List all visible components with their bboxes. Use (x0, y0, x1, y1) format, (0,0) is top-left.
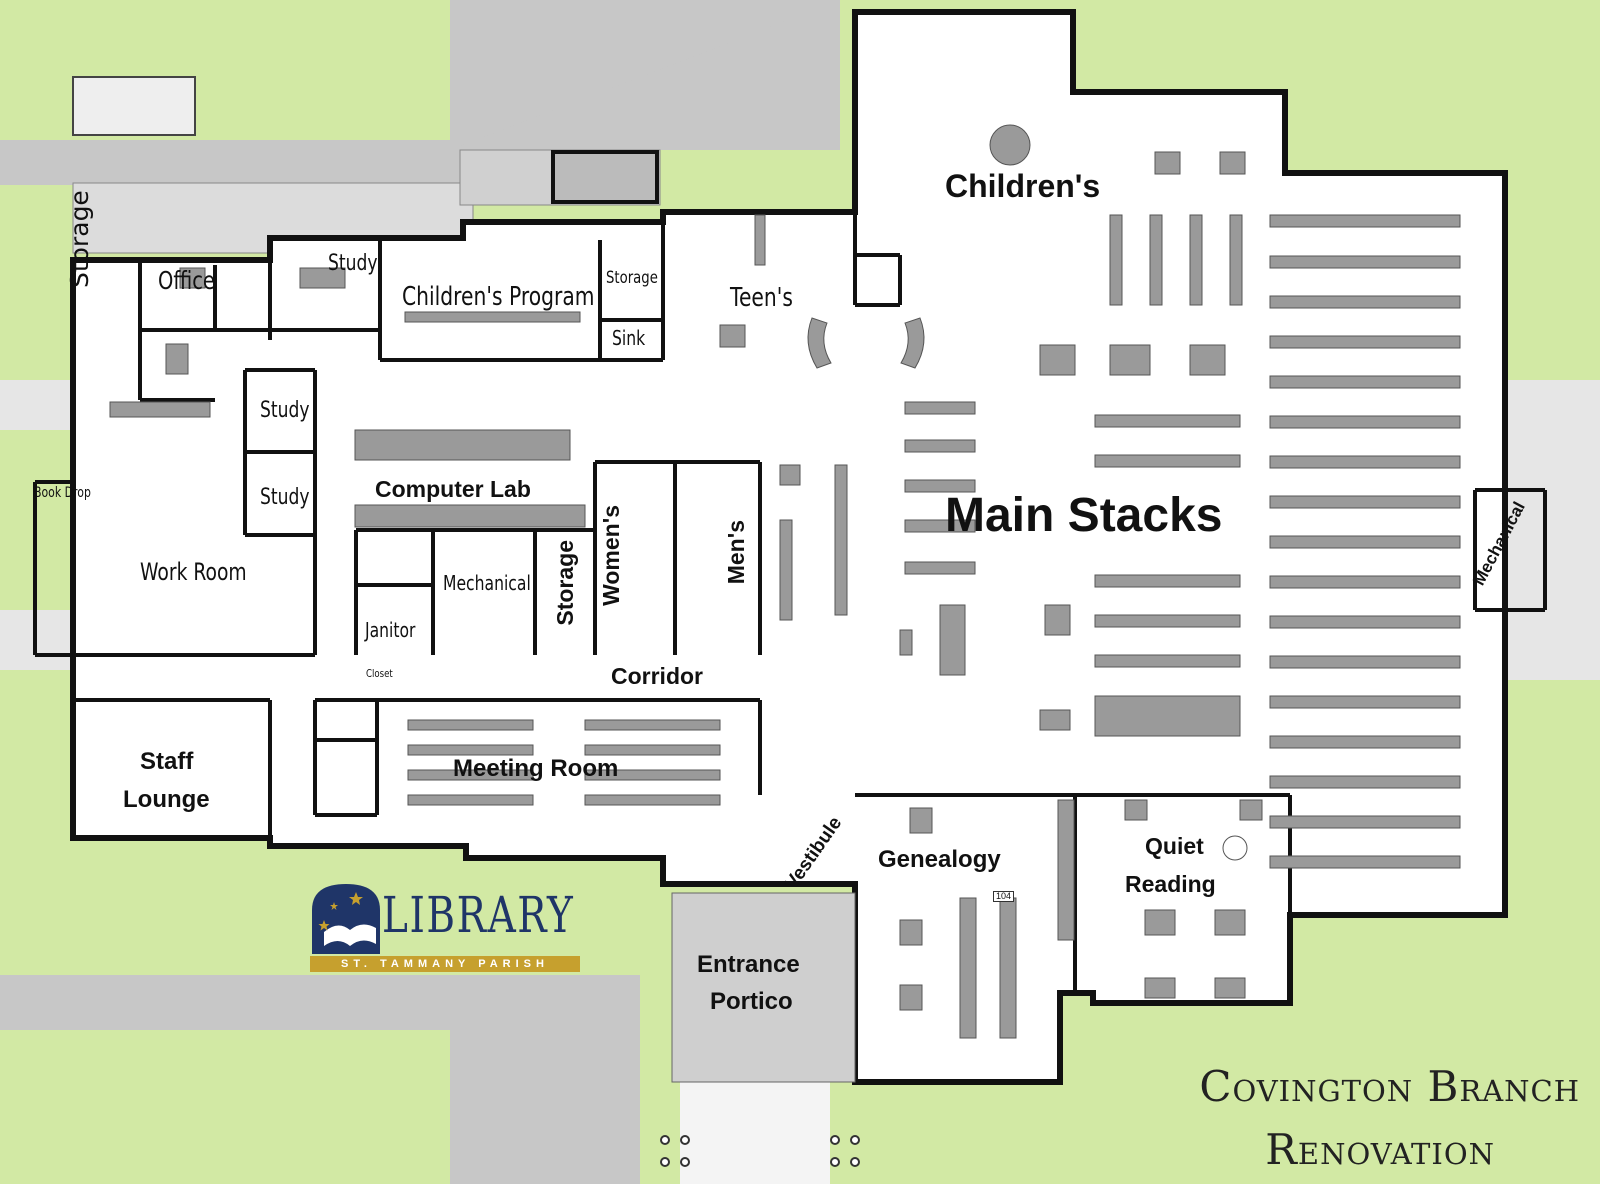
logo-name: LIBRARY (382, 886, 575, 944)
label-womens: Women's (598, 505, 624, 606)
quiet-reading-table (1222, 835, 1248, 861)
label-teens: Teen's (730, 283, 793, 313)
label-reading: Reading (1125, 871, 1216, 897)
label-corridor: Corridor (611, 663, 703, 689)
label-room-number: 104 (993, 891, 1015, 902)
label-storage-center: Storage (552, 540, 578, 626)
label-entrance: Entrance (697, 951, 800, 978)
label-genealogy: Genealogy (878, 846, 1001, 873)
book-star-icon (312, 884, 380, 954)
label-staff: Staff (140, 748, 194, 775)
reading-round-table (989, 124, 1031, 166)
label-childrens-program: Children's Program (402, 282, 595, 312)
title-line-2: Renovation (1265, 1125, 1495, 1174)
portico-bollards (660, 1135, 860, 1167)
label-closet: Closet (366, 667, 393, 680)
label-childrens: Children's (945, 168, 1101, 204)
library-logo: LIBRARY ST. TAMMANY PARISH (310, 880, 580, 980)
label-study-mid1: Study (260, 398, 310, 423)
entrance-portico-floor (671, 892, 856, 1083)
label-sink: Sink (612, 326, 646, 350)
label-computer-lab: Computer Lab (375, 476, 531, 502)
label-storage-left: Storage (65, 190, 94, 288)
label-book-drop: Book Drop (34, 485, 91, 501)
label-mens: Men's (723, 520, 749, 585)
label-study-mid2: Study (260, 485, 310, 510)
interior-walls (33, 212, 1547, 993)
label-meeting-room: Meeting Room (453, 755, 619, 782)
furniture (109, 151, 1461, 1039)
label-storage-program: Storage (606, 268, 658, 288)
gravel-pad (72, 76, 196, 136)
label-janitor: Janitor (365, 618, 416, 642)
label-main-stacks: Main Stacks (945, 489, 1223, 542)
label-lounge: Lounge (123, 786, 210, 813)
label-portico: Portico (710, 988, 793, 1015)
transformer-pad (551, 150, 659, 204)
label-work-room: Work Room (140, 558, 247, 586)
curved-benches (807, 317, 925, 369)
label-office: Office (158, 266, 215, 295)
title-line-1: Covington Branch (1199, 1062, 1580, 1111)
logo-subtitle: ST. TAMMANY PARISH (310, 956, 580, 972)
label-mechanical-center: Mechanical (443, 571, 531, 595)
label-study-top: Study (328, 251, 378, 276)
label-quiet: Quiet (1145, 833, 1204, 859)
